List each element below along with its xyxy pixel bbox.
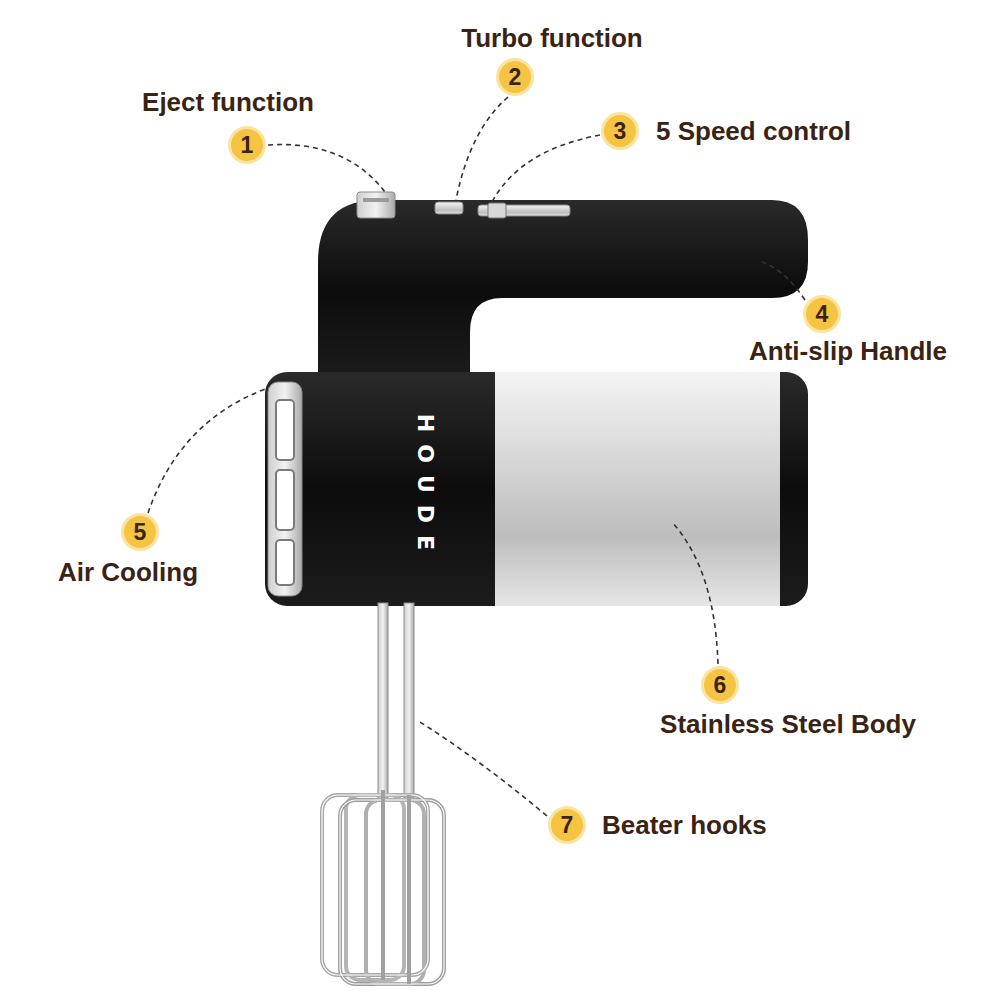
motor-body xyxy=(265,372,808,606)
callout: 35 Speed control xyxy=(601,112,639,150)
part-name: Anti-slip Handle xyxy=(749,336,947,366)
vent xyxy=(276,470,294,530)
handle xyxy=(318,200,808,380)
beater-shaft xyxy=(378,603,388,798)
eject-button-groove xyxy=(363,198,389,202)
callout: 7Beater hooks xyxy=(548,806,586,844)
part-name: Air Cooling xyxy=(58,557,198,587)
part-name: Turbo function xyxy=(461,23,642,53)
eject-button xyxy=(357,192,395,218)
slider-knob xyxy=(488,203,506,218)
callout: 2Turbo function xyxy=(496,58,534,96)
beater-whisks xyxy=(322,790,444,984)
stainless-steel-panel xyxy=(495,372,780,606)
vent xyxy=(276,540,294,585)
callout-number: 7 xyxy=(548,806,586,844)
vent xyxy=(276,400,294,460)
callout: 6Stainless Steel Body xyxy=(701,666,739,704)
part-name: Beater hooks xyxy=(602,810,767,840)
leader-lines xyxy=(148,97,805,816)
callout-number: 4 xyxy=(803,295,841,333)
brand-name: HOUDE xyxy=(413,414,438,562)
callout-number: 2 xyxy=(496,58,534,96)
callout: 4Anti-slip Handle xyxy=(803,295,841,333)
front-cap xyxy=(268,382,302,596)
callout-number: 6 xyxy=(701,666,739,704)
callout-number: 5 xyxy=(121,513,159,551)
beater-shaft xyxy=(404,603,414,798)
part-name: Eject function xyxy=(142,87,314,117)
callout: 5Air Cooling xyxy=(121,513,159,551)
part-name: Stainless Steel Body xyxy=(660,709,916,739)
turbo-button xyxy=(435,202,463,214)
callout: 1Eject function xyxy=(228,126,266,164)
callout-number: 1 xyxy=(228,126,266,164)
part-name: 5 Speed control xyxy=(656,116,851,146)
callout-number: 3 xyxy=(601,112,639,150)
